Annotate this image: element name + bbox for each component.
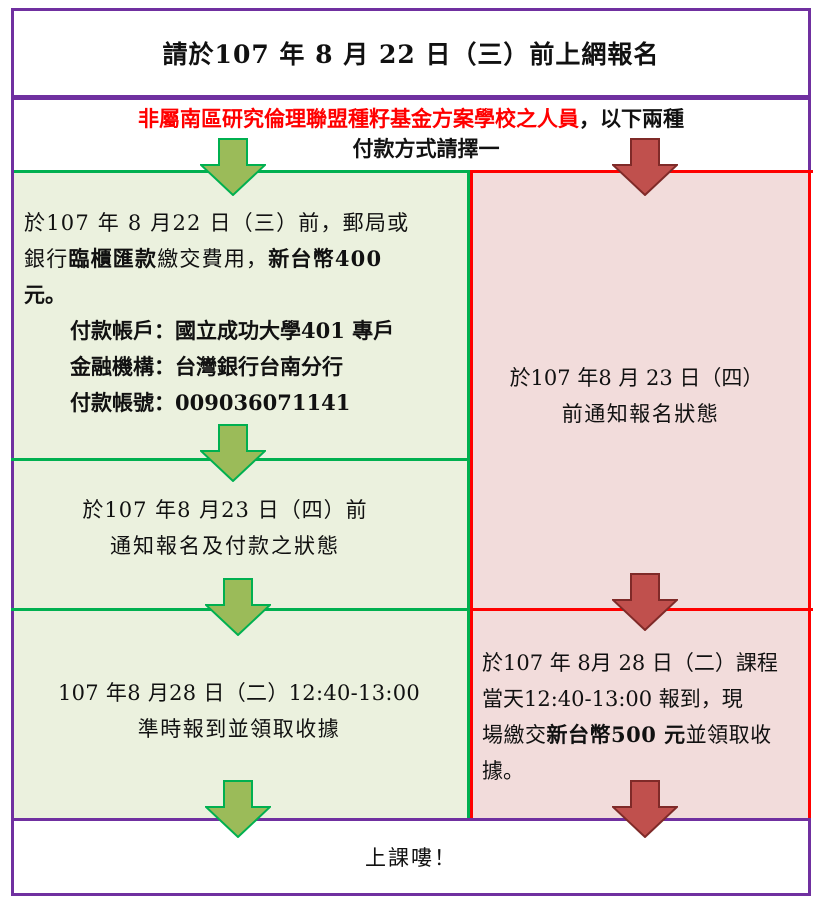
- left-step-1-bank-text: 銀行: [24, 247, 69, 271]
- red-divider-vertical: [470, 170, 473, 820]
- left-step-1-line-1: 於107 年 8 月22 日（三）前，郵局或: [24, 211, 410, 235]
- header-box: 請於107 年 8 月 22 日（三）前上網報名: [11, 8, 811, 98]
- right-step-1-line-1: 於107 年8 月 23 日（四）: [509, 366, 764, 390]
- intro-options-text: ，以下兩種: [579, 106, 684, 131]
- right-step-2: 於107 年 8月 28 日（二）課程 當天12:40-13:00 報到，現 場…: [482, 645, 808, 789]
- left-step-3: 107 年8 月28 日（二）12:40-13:00 準時報到並領取收據: [11, 675, 467, 747]
- left-step-1: 於107 年 8 月22 日（三）前，郵局或 銀行臨櫃匯款繳交費用，新台幣400…: [24, 205, 464, 421]
- left-step-3-line-2: 準時報到並領取收據: [137, 717, 341, 741]
- left-column-background: [11, 170, 470, 820]
- red-right-border: [808, 170, 811, 820]
- right-step-2-line-1: 於107 年 8月 28 日（二）課程: [482, 651, 778, 675]
- right-step-2-line-3: 場繳交新台幣500 元並領取收: [482, 717, 808, 753]
- intro-line-1: 非屬南區研究倫理聯盟種籽基金方案學校之人員，以下兩種: [138, 104, 684, 134]
- right-step-2-amount: 新台幣500 元: [546, 722, 686, 747]
- red-down-arrow-icon: [612, 780, 678, 838]
- left-step-1-line-2: 銀行臨櫃匯款繳交費用，新台幣400: [24, 241, 464, 277]
- right-step-2-pay-text: 場繳交: [482, 723, 547, 747]
- right-step-2-line-2: 當天12:40-13:00 報到，現: [482, 687, 743, 711]
- left-step-1-line-3: 元。: [24, 282, 66, 307]
- left-step-1-amount: 新台幣400: [268, 246, 383, 271]
- left-step-3-line-1: 107 年8 月28 日（二）12:40-13:00: [57, 681, 421, 705]
- left-step-2: 於107 年8 月23 日（四）前 通知報名及付款之狀態: [11, 492, 467, 564]
- left-step-2-line-2: 通知報名及付款之狀態: [110, 534, 340, 558]
- green-down-arrow-icon: [205, 780, 271, 838]
- left-step-1-pay-text: 繳交費用，: [157, 247, 269, 271]
- left-step-1-counter-remit: 臨櫃匯款: [68, 246, 158, 271]
- intro-box: 非屬南區研究倫理聯盟種籽基金方案學校之人員，以下兩種 付款方式請擇一: [11, 97, 811, 172]
- right-column-background: [470, 170, 811, 820]
- intro-line-2: 付款方式請擇一: [352, 136, 500, 161]
- red-down-arrow-icon: [612, 573, 678, 631]
- right-step-2-line-4: 據。: [482, 759, 524, 783]
- intro-eligibility-text: 非屬南區研究倫理聯盟種籽基金方案學校之人員: [138, 106, 579, 131]
- page-title: 請於107 年 8 月 22 日（三）前上網報名: [162, 40, 660, 69]
- green-down-arrow-icon: [205, 578, 271, 636]
- account-number: 付款帳號：009036071141: [70, 390, 351, 415]
- right-step-1-line-2: 前通知報名狀態: [561, 402, 720, 426]
- right-step-2-receipt-text: 並領取收: [685, 723, 772, 747]
- green-down-arrow-icon: [200, 138, 266, 196]
- bank-institution: 金融機構：台灣銀行台南分行: [70, 354, 343, 379]
- red-down-arrow-icon: [612, 138, 678, 196]
- green-divider-vertical: [467, 170, 470, 820]
- footer-box: 上課嘍！: [11, 818, 811, 896]
- right-step-1: 於107 年8 月 23 日（四） 前通知報名狀態: [473, 360, 808, 432]
- footer-text: 上課嘍！: [365, 846, 457, 870]
- green-down-arrow-icon: [200, 424, 266, 482]
- left-step-2-line-1: 於107 年8 月23 日（四）前: [82, 498, 368, 522]
- left-outer-border: [11, 170, 14, 820]
- account-name: 付款帳戶：國立成功大學401 專戶: [70, 318, 395, 343]
